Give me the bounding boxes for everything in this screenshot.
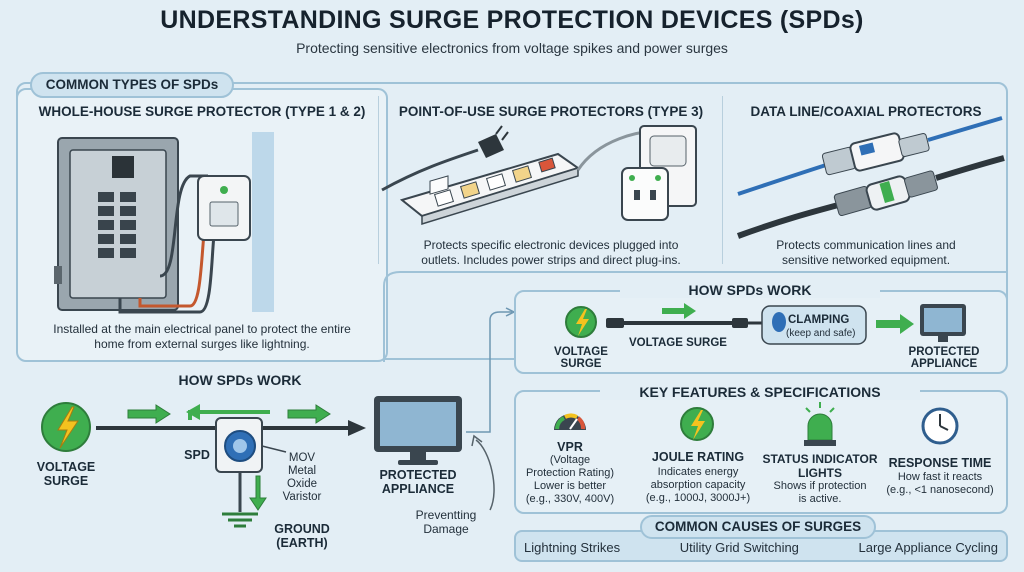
- response-line2: (e.g., <1 nanosecond): [886, 484, 994, 496]
- status-line1: Shows if protection: [773, 480, 867, 492]
- joule-desc: Indicates energy absorption capacity (e.…: [640, 466, 756, 505]
- clamping-sub-label: (keep and safe): [786, 328, 856, 339]
- how-right-voltage-line2: SURGE: [560, 358, 602, 370]
- mov-line1: MOV: [288, 452, 316, 464]
- response-desc: How fast it reacts (e.g., <1 nanosecond): [880, 471, 1000, 497]
- whole-house-desc-line2: home from external surges like lightning…: [94, 337, 310, 351]
- how-left-protected-label: PROTECTED APPLIANCE: [366, 468, 470, 496]
- joule-line1: Indicates energy: [657, 466, 739, 478]
- data-line-title: DATA LINE/COAXIAL PROTECTORS: [750, 104, 982, 119]
- spd-label: SPD: [184, 448, 210, 462]
- mov-line4: Varistor: [282, 491, 322, 503]
- how-right-voltage-line1: VOLTAGE: [554, 346, 608, 358]
- joule-line2: absorption capacity: [650, 479, 746, 491]
- status-title: STATUS INDICATOR LIGHTS: [760, 452, 880, 480]
- how-left-voltage-line1: VOLTAGE: [36, 460, 96, 474]
- how-left-voltage-label: VOLTAGE SURGE: [18, 460, 114, 488]
- ground-line1: GROUND: [274, 522, 330, 536]
- data-line-desc-line1: Protects communication lines and: [776, 238, 956, 252]
- causes-heading: COMMON CAUSES OF SURGES: [640, 515, 876, 539]
- whole-house-desc: Installed at the main electrical panel t…: [22, 322, 382, 352]
- mov-label: MOV Metal Oxide Varistor: [280, 452, 324, 504]
- page-title: UNDERSTANDING SURGE PROTECTION DEVICES (…: [160, 6, 864, 34]
- cause-item-lightning: Lightning Strikes: [524, 540, 621, 555]
- joule-title: JOULE RATING: [651, 450, 745, 464]
- whole-house-title: WHOLE-HOUSE SURGE PROTECTOR (TYPE 1 & 2): [38, 104, 366, 119]
- point-of-use-title: POINT-OF-USE SURGE PROTECTORS (TYPE 3): [398, 104, 704, 119]
- features-panel: [514, 390, 1008, 514]
- types-divider-1: [378, 96, 379, 264]
- features-heading: KEY FEATURES & SPECIFICATIONS: [600, 384, 920, 400]
- how-right-protected-label: PROTECTED APPLIANCE: [904, 346, 984, 370]
- ground-label: GROUND (EARTH): [262, 522, 342, 550]
- preventing-line1: Preventting: [415, 508, 477, 522]
- cause-item-grid-switching: Utility Grid Switching: [679, 540, 799, 555]
- status-line2: is active.: [798, 493, 842, 505]
- electrical-panel-illustration: [54, 132, 274, 314]
- response-line1: How fast it reacts: [897, 471, 983, 483]
- how-left-protected-line2: APPLIANCE: [381, 482, 455, 496]
- preventing-line2: Damage: [423, 522, 469, 536]
- how-right-protected-line2: APPLIANCE: [910, 358, 978, 370]
- power-strip-illustration: [381, 125, 697, 226]
- types-divider-2: [722, 96, 723, 264]
- how-left-voltage-line2: SURGE: [43, 474, 89, 488]
- preventing-damage-label: Preventting Damage: [404, 508, 488, 536]
- vpr-line4: (e.g., 330V, 400V): [525, 493, 615, 505]
- point-of-use-desc-line2: outlets. Includes power strips and direc…: [421, 253, 681, 267]
- how-right-protected-line1: PROTECTED: [908, 346, 980, 358]
- how-left-protected-line1: PROTECTED: [379, 468, 457, 482]
- vpr-line1: (Voltage: [549, 454, 591, 466]
- response-title: RESPONSE TIME: [888, 456, 992, 470]
- how-left-heading: HOW SPDs WORK: [178, 372, 302, 388]
- clamping-label: CLAMPING: [788, 314, 850, 326]
- ground-line2: (EARTH): [276, 536, 328, 550]
- coaxial-cable-illustration: [736, 116, 1005, 239]
- whole-house-desc-line1: Installed at the main electrical panel t…: [53, 322, 351, 336]
- joule-line3: (e.g., 1000J, 3000J+): [645, 492, 751, 504]
- how-right-voltage-surge-label: VOLTAGE SURGE: [629, 337, 727, 349]
- status-title-line1: STATUS INDICATOR: [762, 452, 878, 466]
- types-heading: COMMON TYPES OF SPDs: [30, 72, 234, 98]
- page-subtitle: Protecting sensitive electronics from vo…: [296, 40, 728, 56]
- data-line-desc-line2: sensitive networked equipment.: [781, 253, 951, 267]
- how-right-heading: HOW SPDs WORK: [620, 282, 880, 298]
- mov-line2: Metal: [287, 465, 317, 477]
- causes-list: Lightning Strikes Utility Grid Switching…: [524, 540, 998, 555]
- vpr-title: VPR: [557, 440, 583, 454]
- cause-item-appliance-cycling: Large Appliance Cycling: [858, 540, 998, 555]
- vpr-line2: Protection Rating): [525, 467, 615, 479]
- point-of-use-desc: Protects specific electronic devices plu…: [386, 238, 716, 268]
- vpr-line3: Lower is better: [533, 480, 607, 492]
- status-title-line2: LIGHTS: [798, 466, 842, 480]
- point-of-use-desc-line1: Protects specific electronic devices plu…: [423, 238, 679, 252]
- vpr-desc: (Voltage Protection Rating) Lower is bet…: [524, 454, 616, 506]
- mov-line3: Oxide: [286, 478, 318, 490]
- status-desc: Shows if protection is active.: [764, 480, 876, 506]
- data-line-desc: Protects communication lines and sensiti…: [728, 238, 1004, 268]
- how-right-voltage-label: VOLTAGE SURGE: [546, 346, 616, 370]
